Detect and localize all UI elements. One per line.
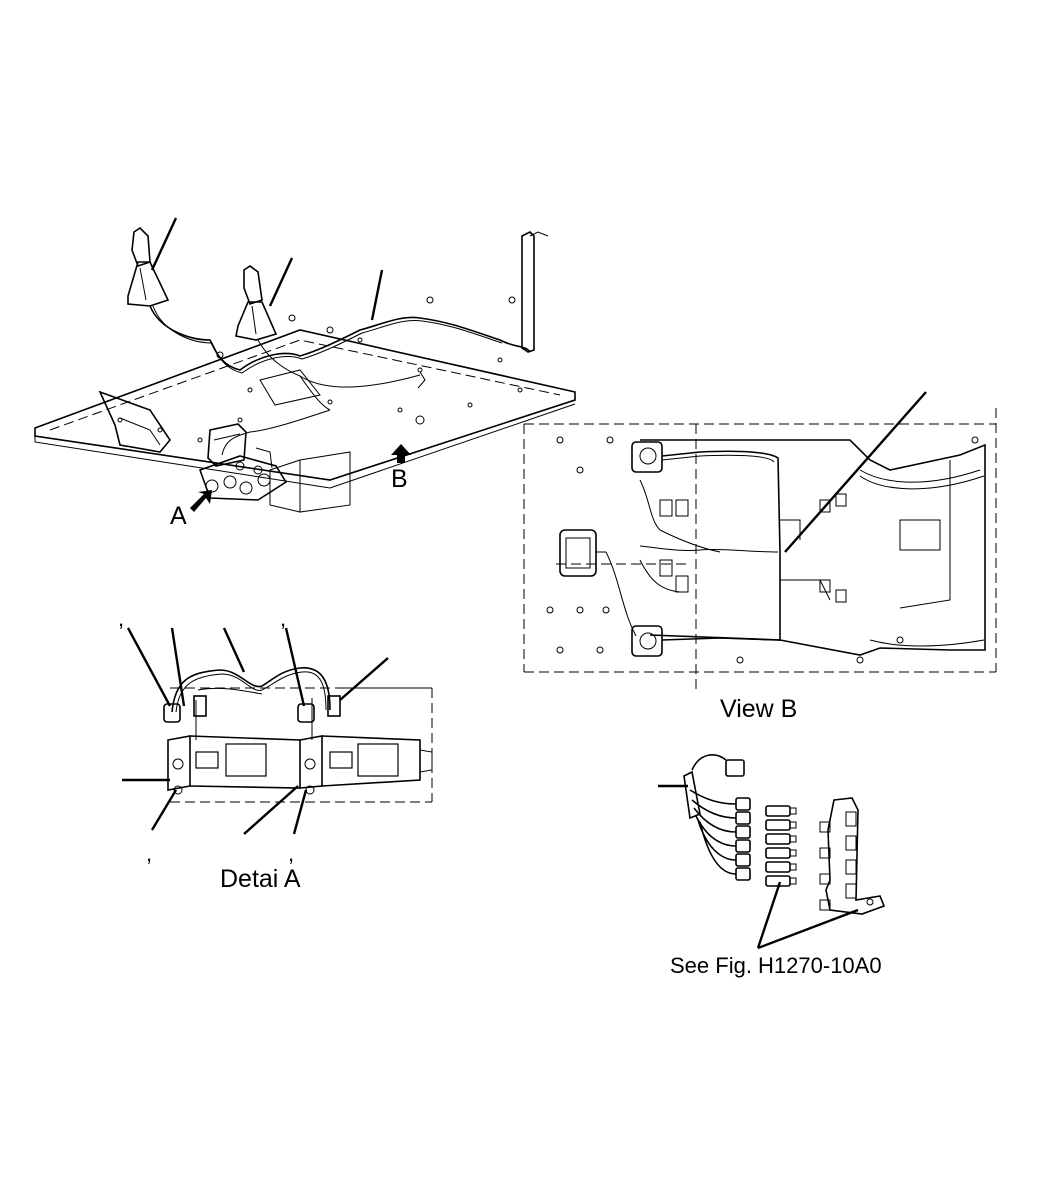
see-fig-note: See Fig. H1270-10A0	[670, 953, 882, 978]
view-b-caption: View B	[720, 695, 798, 723]
wire-harness	[149, 305, 531, 371]
harness-plug	[725, 759, 745, 777]
tick-mark: ,	[288, 841, 295, 866]
main-assembly-view	[34, 217, 576, 513]
connector-top	[631, 441, 663, 473]
arrow-a-icon	[190, 490, 212, 512]
tick-mark: ,	[118, 606, 125, 631]
connector-bottom	[631, 625, 663, 657]
arrow-a-label: A	[170, 502, 187, 530]
detail-a-caption: Detai A	[220, 865, 301, 893]
valve-cluster	[198, 423, 288, 501]
detail-cable	[171, 667, 331, 713]
arrow-b-label: B	[391, 465, 408, 493]
harness-subassembly	[658, 754, 886, 950]
view-b-harness	[661, 450, 781, 641]
arrow-b-icon	[391, 444, 411, 463]
detail-a	[122, 627, 433, 835]
left-joystick	[127, 226, 170, 307]
right-joystick	[235, 265, 278, 341]
view-b	[523, 391, 997, 690]
connector-left	[559, 529, 597, 577]
pillar	[521, 231, 535, 353]
floor-plate	[34, 329, 576, 481]
tick-mark: ,	[280, 606, 287, 631]
relay-bracket	[825, 797, 886, 915]
seat-bracket	[98, 390, 171, 453]
tick-mark: ,	[146, 841, 153, 866]
